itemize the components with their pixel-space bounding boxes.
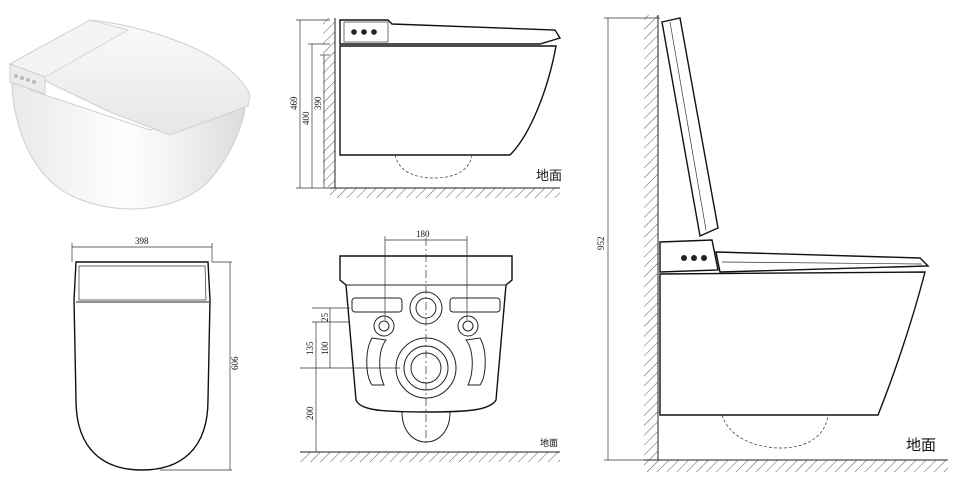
dim-400: 400	[301, 111, 311, 125]
side-view-small: 469 400 390 地面	[289, 18, 562, 198]
side-view-large: 952 地面	[596, 15, 948, 472]
dim-25: 25	[320, 313, 330, 323]
control-buttons-small	[351, 29, 377, 35]
dim-398: 398	[135, 236, 149, 246]
dim-469: 469	[289, 96, 299, 110]
dim-180: 180	[416, 229, 430, 239]
floor-label-rear: 地面	[540, 437, 558, 449]
rear-view: 180 25 135 100 200	[300, 229, 560, 462]
dim-952: 952	[596, 237, 606, 251]
product-render	[8, 19, 251, 210]
dim-100: 100	[320, 341, 330, 355]
dim-135: 135	[305, 341, 315, 355]
render-control-buttons	[14, 74, 36, 84]
dim-200: 200	[305, 406, 315, 420]
control-buttons-large	[681, 255, 707, 261]
dim-390: 390	[313, 96, 323, 110]
floor-label-small: 地面	[536, 169, 562, 184]
top-view: 398 606	[71, 236, 240, 471]
floor-label-large: 地面	[906, 436, 936, 454]
dim-606: 606	[230, 356, 240, 370]
